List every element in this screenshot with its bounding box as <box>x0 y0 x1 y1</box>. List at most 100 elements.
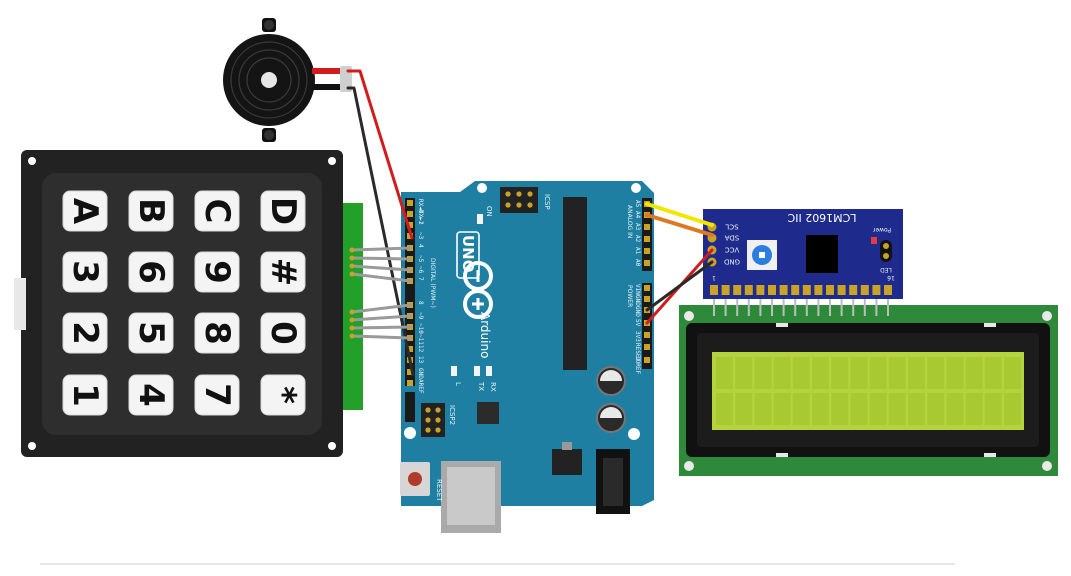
key-4[interactable]: 4 <box>128 374 174 416</box>
keypad-connector-pin <box>349 271 355 277</box>
analog-pin: A1 <box>634 247 650 255</box>
analog-pin-label: A0 <box>634 259 641 267</box>
key-9[interactable]: 9 <box>194 251 240 293</box>
i2c-pin-label: SDA <box>725 234 740 242</box>
digital-pin-label: 2 <box>417 221 424 225</box>
analog-pin: A2 <box>634 235 650 243</box>
digital-pin: 12 <box>407 345 424 353</box>
svg-text:LCM1602 IIC: LCM1602 IIC <box>787 211 856 224</box>
key-0[interactable]: 0 <box>260 312 306 354</box>
pcf8574-chip <box>806 235 838 273</box>
lcd-cell <box>1004 393 1021 425</box>
lcd-cell <box>927 393 945 425</box>
digital-pin: TX►1 <box>407 210 424 225</box>
lcd-cell <box>735 393 753 425</box>
keypad-wire <box>350 256 412 261</box>
arduino-logo <box>463 261 493 319</box>
keypad-wire <box>350 303 412 314</box>
lcd-cell <box>965 357 983 389</box>
digital-pin-label: ~5 <box>417 255 424 263</box>
key-1[interactable]: 1 <box>62 374 108 416</box>
analog-pin-label: A5 <box>634 200 641 208</box>
key-*[interactable]: * <box>260 374 306 416</box>
lcd-cell <box>792 393 810 425</box>
digital-pin-label: ~10 <box>417 323 424 334</box>
digital-pin: AREF <box>407 379 424 394</box>
key-label: C <box>197 199 237 224</box>
digital-pin-label: ~9 <box>417 312 424 320</box>
key-7[interactable]: 7 <box>194 374 240 416</box>
lcd-cell <box>831 357 849 389</box>
lcd-cell <box>908 393 925 425</box>
key-label: 1 <box>65 383 105 407</box>
i2c-bottom-pin <box>814 285 823 295</box>
key-5[interactable]: 5 <box>128 312 174 354</box>
icsp2-header: ICSP2 <box>421 403 456 437</box>
lcd-cell <box>812 393 829 425</box>
key-6[interactable]: 6 <box>128 251 174 293</box>
lcd-cell <box>927 357 945 389</box>
i2c-bottom-pin <box>791 285 800 295</box>
power-pin-label: 3V3 <box>634 331 641 342</box>
key-3[interactable]: 3 <box>62 251 108 293</box>
i2c-pin-one-label: 1 <box>712 274 716 281</box>
key-label: D <box>263 197 303 225</box>
keypad-wire <box>350 272 412 283</box>
digital-pin-label: ~6 <box>417 266 424 274</box>
key-B[interactable]: B <box>128 190 174 232</box>
i2c-bottom-pin <box>733 285 742 295</box>
lcd-cell <box>850 357 868 389</box>
reset-label: RESET <box>435 479 443 502</box>
key-#[interactable]: # <box>260 251 306 293</box>
lcd-cell <box>888 357 906 389</box>
i2c-bottom-pin <box>872 285 881 295</box>
key-A[interactable]: A <box>62 190 108 232</box>
key-2[interactable]: 2 <box>62 312 108 354</box>
lcd-1602-module <box>679 295 1058 476</box>
keypad-connector-pin <box>349 333 355 339</box>
tx-led-label: TX <box>477 381 485 391</box>
lcd-cell <box>984 393 1002 425</box>
key-label: 5 <box>131 321 171 345</box>
key-8[interactable]: 8 <box>194 312 240 354</box>
analog-pin-label: A2 <box>634 235 641 243</box>
i2c-bottom-pin <box>802 285 811 295</box>
i2c-bottom-pin <box>837 285 846 295</box>
key-label: 6 <box>131 260 171 284</box>
digital-pin: 2 <box>407 221 424 228</box>
analog-pin: A3 <box>634 223 650 231</box>
lcd-cell <box>984 357 1002 389</box>
lcd-cell <box>946 357 964 389</box>
piezo-buzzer <box>223 18 352 142</box>
icsp-label: ICSP <box>543 194 551 210</box>
key-label: 0 <box>263 321 303 345</box>
lcd-cell <box>735 357 753 389</box>
lcd-cell <box>792 357 810 389</box>
gnd-black-wire <box>645 260 714 312</box>
icsp2-label: ICSP2 <box>448 405 456 425</box>
key-C[interactable]: C <box>194 190 240 232</box>
icsp-header: ICSP <box>500 187 551 213</box>
power-pin: GND <box>634 295 650 306</box>
i2c-bottom-pin <box>756 285 765 295</box>
power-pin-label: GND <box>634 295 641 306</box>
i2c-power-label: Power <box>872 226 891 233</box>
keypad-connector-pin <box>349 309 355 315</box>
keypad-wire <box>350 246 412 252</box>
key-label: 4 <box>131 383 171 407</box>
keypad-connector-pin <box>349 247 355 253</box>
wires <box>346 69 714 377</box>
l-led-label: L <box>454 382 462 386</box>
key-D[interactable]: D <box>260 190 306 232</box>
keypad-connector-pin <box>349 255 355 261</box>
power-pin: IOREF <box>634 356 650 374</box>
power-header-label: POWER <box>626 285 633 307</box>
analog-pin-label: A3 <box>634 223 641 231</box>
digital-pin-label: ~11 <box>417 334 424 345</box>
lcd-cell <box>869 357 887 389</box>
power-pin-label: IOREF <box>634 356 641 374</box>
